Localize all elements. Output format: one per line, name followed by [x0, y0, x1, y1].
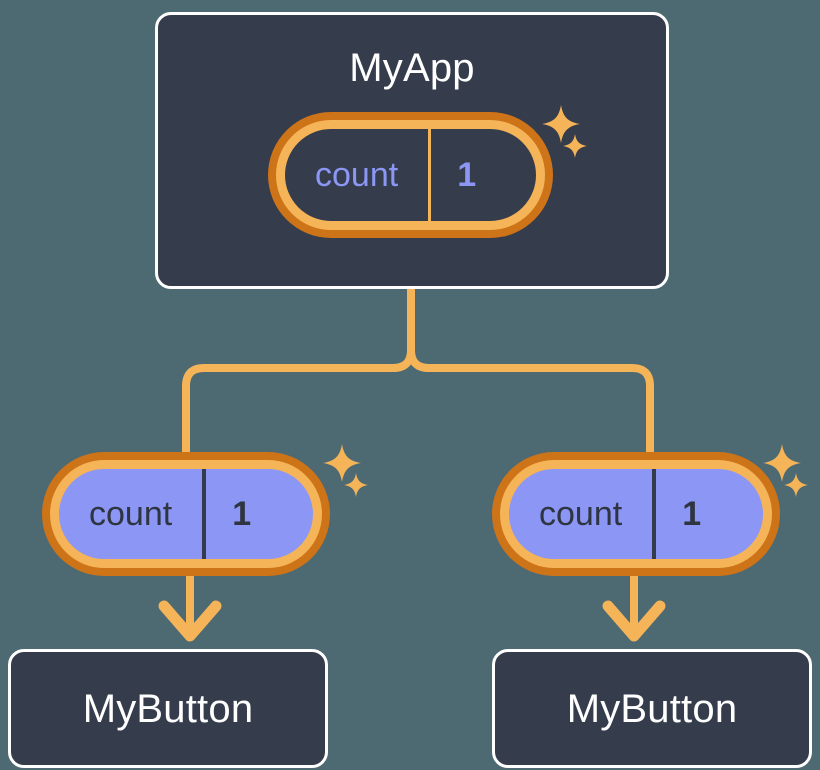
component-box-mybutton-right[interactable]: MyButton [492, 649, 812, 768]
state-value-myapp: 1 [428, 129, 502, 221]
state-pill-right[interactable]: count 1 [500, 460, 772, 568]
sparkle-icon-right-small [783, 472, 809, 498]
state-key-myapp: count [315, 155, 399, 194]
state-pill-myapp[interactable]: count 1 [276, 120, 545, 230]
component-box-mybutton-left[interactable]: MyButton [8, 649, 328, 768]
arrow-down-icon-left [158, 600, 222, 642]
state-key-right: count [539, 494, 623, 533]
state-pill-left[interactable]: count 1 [50, 460, 322, 568]
sparkle-icon-left-large [322, 443, 362, 483]
component-title-myapp: MyApp [349, 46, 475, 90]
state-value-right: 1 [652, 469, 727, 559]
component-title-mybutton-right: MyButton [566, 686, 738, 731]
sparkle-icon-right-large [762, 443, 802, 483]
arrow-down-icon-right [602, 600, 666, 642]
component-title-mybutton-left: MyButton [82, 686, 254, 731]
state-value-left: 1 [202, 469, 277, 559]
wire-root-to-right [407, 285, 654, 456]
wire-root-to-left [182, 285, 415, 456]
sparkle-icon-left-small [343, 472, 369, 498]
state-key-left: count [89, 494, 173, 533]
